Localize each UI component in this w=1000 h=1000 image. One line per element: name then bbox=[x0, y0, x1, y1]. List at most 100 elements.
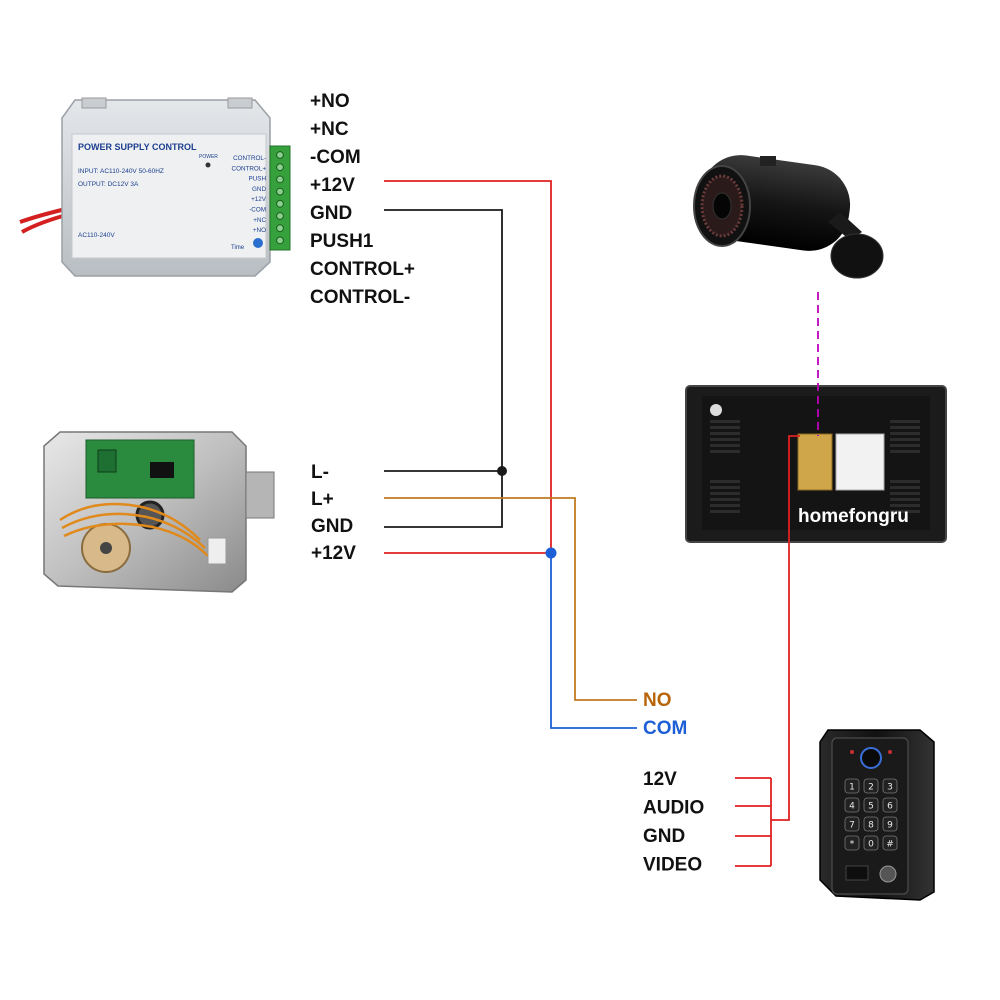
door-station-led-right bbox=[888, 750, 892, 754]
monitor-vent-slot bbox=[890, 486, 920, 489]
psu-label-panel bbox=[71, 133, 267, 259]
psu-terminal-label: +12V bbox=[310, 175, 355, 196]
psu-terminal-screw bbox=[276, 175, 284, 184]
wire-lock-l-plus bbox=[384, 497, 637, 701]
keypad-key[interactable] bbox=[844, 816, 860, 832]
keypad-key-label: 3 bbox=[887, 783, 893, 793]
camera-mount-base bbox=[830, 233, 884, 279]
keypad-key-label: * bbox=[850, 840, 855, 850]
keypad-key-label: 4 bbox=[849, 802, 855, 812]
psu-terminal-label: PUSH1 bbox=[310, 231, 374, 252]
psu-timer-label: Time bbox=[231, 245, 245, 251]
keypad-key[interactable] bbox=[882, 835, 898, 851]
keypad-key[interactable] bbox=[863, 778, 879, 794]
psu-timer-knob[interactable] bbox=[253, 238, 263, 248]
keypad-key[interactable] bbox=[863, 797, 879, 813]
wire-door-to-monitor bbox=[771, 435, 800, 821]
monitor-vent-slot bbox=[710, 510, 740, 513]
psu-terminal-block bbox=[269, 145, 291, 251]
monitor-vent-slot bbox=[890, 450, 920, 453]
cctv-camera bbox=[693, 155, 884, 279]
lock-terminal-labels: L-L+GND+12V bbox=[311, 462, 356, 564]
keypad-key[interactable] bbox=[844, 778, 860, 794]
monitor-vent-slot bbox=[890, 510, 920, 513]
keypad-key[interactable] bbox=[844, 797, 860, 813]
camera-lens bbox=[712, 192, 732, 220]
psu-terminal-mark: +NO bbox=[253, 227, 266, 234]
psu-output-spec: OUTPUT: DC12V 3A bbox=[78, 181, 139, 188]
lock-relay bbox=[97, 449, 117, 473]
door-station-face bbox=[831, 737, 909, 895]
lock-terminal-label: L- bbox=[311, 462, 329, 483]
monitor-connector-board bbox=[797, 433, 833, 491]
psu-power-led bbox=[205, 162, 211, 168]
psu-bracket-top-right bbox=[227, 97, 253, 109]
keypad-key[interactable] bbox=[844, 835, 860, 851]
wire-com bbox=[550, 553, 637, 729]
keypad-key[interactable] bbox=[882, 797, 898, 813]
psu-terminal-screw bbox=[276, 187, 284, 196]
monitor-spec-label bbox=[835, 433, 885, 491]
camera-sun-shield-tab bbox=[760, 156, 776, 166]
keypad-key[interactable] bbox=[882, 778, 898, 794]
monitor-vent-slot bbox=[710, 504, 740, 507]
door-station-terminal-label: AUDIO bbox=[643, 798, 704, 819]
psu-terminal-screw bbox=[276, 151, 284, 159]
power-supply-unit: POWER SUPPLY CONTROL INPUT: AC110-240V 5… bbox=[19, 97, 291, 277]
keypad-key[interactable] bbox=[882, 816, 898, 832]
monitor-vent-slot bbox=[710, 498, 740, 501]
psu-input-spec: INPUT: AC110-240V 50-60HZ bbox=[78, 168, 164, 175]
door-station-speaker bbox=[845, 865, 869, 881]
com-junction-dot bbox=[545, 547, 557, 559]
psu-terminal-label: -COM bbox=[310, 147, 361, 168]
monitor-vent-slot bbox=[890, 504, 920, 507]
gnd-junction-dot bbox=[497, 466, 507, 476]
monitor-vent-slot bbox=[710, 438, 740, 441]
lock-connector bbox=[207, 537, 227, 565]
lock-motor-hub bbox=[100, 542, 112, 554]
wire-psu-12v bbox=[384, 180, 552, 552]
monitor-vent-slot bbox=[890, 432, 920, 435]
psu-bracket-top-left bbox=[81, 97, 107, 109]
lock-bolt bbox=[245, 471, 275, 519]
door-station-camera bbox=[860, 747, 882, 769]
psu-panel-title: POWER SUPPLY CONTROL bbox=[78, 142, 197, 152]
psu-terminal-label: +NC bbox=[310, 119, 349, 140]
lock-terminal-label: +12V bbox=[311, 543, 356, 564]
wires bbox=[384, 180, 819, 867]
monitor-vent-slot bbox=[710, 480, 740, 483]
door-station-call-button[interactable] bbox=[879, 865, 897, 883]
psu-terminal-label: +NO bbox=[310, 91, 350, 112]
monitor-vent-slot bbox=[890, 438, 920, 441]
psu-terminal-screw bbox=[276, 236, 284, 245]
monitor-brand-watermark: homefongru bbox=[798, 506, 909, 527]
monitor-vent-slot bbox=[890, 420, 920, 423]
monitor-vent-slot bbox=[710, 420, 740, 423]
keypad-key-label: 9 bbox=[887, 821, 893, 831]
door-station-terminal-label: VIDEO bbox=[643, 855, 702, 876]
monitor-vent-slot bbox=[710, 492, 740, 495]
psu-terminal-mark: CONTROL+ bbox=[232, 165, 267, 172]
keypad-key-label: 0 bbox=[868, 840, 874, 850]
door-station-led-left bbox=[850, 750, 854, 754]
lock-wires bbox=[59, 502, 209, 557]
camera-mount-arm bbox=[828, 212, 862, 240]
psu-terminal-label: CONTROL+ bbox=[310, 259, 415, 280]
keypad-key[interactable] bbox=[863, 835, 879, 851]
psu-terminal-mark: PUSH bbox=[249, 176, 267, 183]
monitor-vent-slot bbox=[890, 444, 920, 447]
psu-terminal-mark: GND bbox=[252, 186, 266, 193]
monitor-vent-slot bbox=[890, 426, 920, 429]
keypad-key-label: 7 bbox=[849, 821, 855, 831]
psu-terminal-screw bbox=[276, 224, 284, 233]
door-station-terminal-label: GND bbox=[643, 826, 685, 847]
wire-psu-gnd bbox=[384, 209, 503, 528]
indoor-monitor: homefongru bbox=[685, 385, 947, 543]
monitor-vent-slot bbox=[890, 498, 920, 501]
monitor-vent-slot bbox=[710, 426, 740, 429]
keypad-key[interactable] bbox=[863, 816, 879, 832]
keypad-key-label: 2 bbox=[868, 783, 874, 793]
